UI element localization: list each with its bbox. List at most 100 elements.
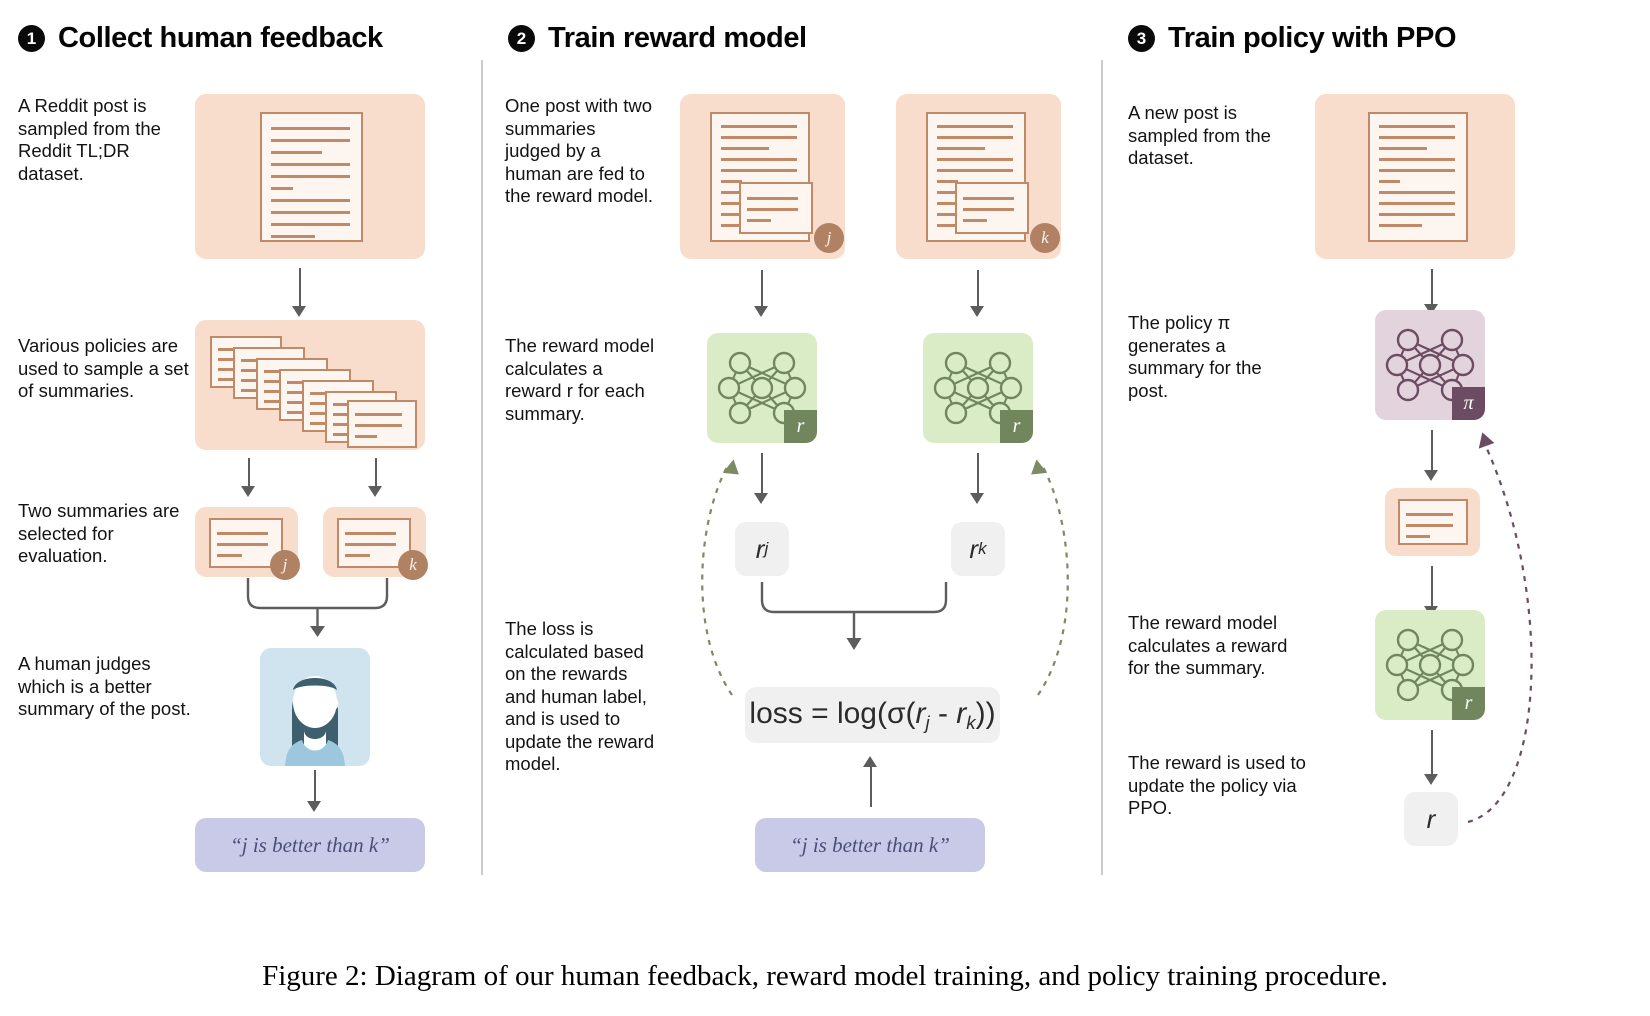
step-text-policy-generates: The policy π generates a summary for the… <box>1128 312 1262 401</box>
arrow-head <box>754 493 768 504</box>
arrow-head <box>292 306 306 317</box>
badge-post-j: j <box>814 223 844 253</box>
post-with-summary-j-card: j <box>680 94 845 259</box>
verdict-label-column-2: “j is better than k” <box>755 818 985 872</box>
reward-j-subscript: j <box>764 539 769 558</box>
column-3-title: Train policy with PPO <box>1168 22 1457 54</box>
reward-model-right: r <box>923 333 1033 443</box>
summary-card-7 <box>347 400 417 448</box>
reward-model-ppo: r <box>1375 610 1485 720</box>
step-text-loss-calculated: The loss is calculated based on the rewa… <box>505 618 655 775</box>
reward-model-left: r <box>707 333 817 443</box>
arrow-head <box>970 493 984 504</box>
merge-connector-to-human <box>246 578 389 637</box>
arrow-stack-to-summary-j <box>248 458 251 488</box>
step-text-new-post: A new post is sampled from the dataset. <box>1128 102 1271 169</box>
merge-connector-to-loss <box>760 582 948 650</box>
verdict-label-column-1: “j is better than k” <box>195 818 425 872</box>
reward-symbol: r <box>1426 803 1436 834</box>
reward-value-ppo: r <box>1404 792 1458 846</box>
step-text-various-policies: Various policies are used to sample a se… <box>18 335 189 402</box>
arrow-rm-to-rk <box>977 453 980 495</box>
arrow-post-j-to-rm <box>761 270 764 308</box>
step-text-reward-model-calculates-3: The reward model calculates a reward for… <box>1128 612 1288 679</box>
arrow-head <box>863 756 877 767</box>
arrow-rm-to-reward <box>1431 730 1434 776</box>
step-text-reward-model-calculates: The reward model calculates a reward r f… <box>505 335 655 424</box>
arrow-policy-to-summary <box>1431 430 1434 472</box>
document-icon <box>260 112 363 242</box>
selected-summary-j-card: j <box>195 507 300 580</box>
arrow-post-to-policy <box>1431 269 1434 306</box>
column-1-header: 1 Collect human feedback <box>18 22 383 55</box>
person-icon <box>285 676 345 766</box>
summary-stack-card <box>195 320 425 450</box>
generated-summary-card <box>1385 488 1480 556</box>
summary-card-j <box>739 182 813 234</box>
arrow-head <box>368 486 382 497</box>
step-number-badge: 3 <box>1128 25 1155 52</box>
reward-k-subscript: k <box>978 539 987 558</box>
badge-policy-pi: π <box>1452 387 1485 420</box>
reddit-post-card <box>195 94 425 259</box>
arrow-head <box>241 486 255 497</box>
arrow-head <box>307 801 321 812</box>
arrow-summary-to-reward-model <box>1431 566 1434 608</box>
ppo-update-dashed-curve <box>1467 432 1533 824</box>
summary-card-k <box>955 182 1029 234</box>
arrow-human-to-verdict <box>314 770 317 803</box>
selected-summary-k-card: k <box>323 507 428 580</box>
step-text-human-judges: A human judges which is a better summary… <box>18 653 191 720</box>
reward-k-symbol: r <box>969 533 979 564</box>
loss-equation-text: loss = log(σ(rj - rk)) <box>749 696 996 733</box>
arrow-head <box>970 306 984 317</box>
column-divider-1 <box>481 60 483 875</box>
badge-summary-k: k <box>398 550 428 580</box>
neural-network-icon <box>717 351 807 425</box>
badge-reward-left: r <box>784 410 817 443</box>
step-text-one-post-two-summaries: One post with two summaries judged by a … <box>505 95 654 207</box>
column-2-title: Train reward model <box>548 22 807 54</box>
new-post-card <box>1315 94 1515 259</box>
arrow-head <box>1424 304 1438 315</box>
document-icon <box>1368 112 1468 242</box>
column-3-header: 3 Train policy with PPO <box>1128 22 1457 55</box>
arrow-post-to-stack <box>299 268 302 308</box>
column-train-policy-with-ppo: 3 Train policy with PPO A new post is sa… <box>1120 10 1640 875</box>
column-collect-human-feedback: 1 Collect human feedback A Reddit post i… <box>10 10 480 875</box>
step-number-badge: 2 <box>508 25 535 52</box>
figure-caption: Figure 2: Diagram of our human feedback,… <box>262 960 1388 992</box>
arrow-rm-to-rj <box>761 453 764 495</box>
column-1-title: Collect human feedback <box>58 22 383 54</box>
column-divider-2 <box>1101 60 1103 875</box>
arrow-stack-to-summary-k <box>375 458 378 488</box>
step-text-reward-updates-policy: The reward is used to update the policy … <box>1128 752 1306 819</box>
reward-j-symbol: r <box>755 533 765 564</box>
step-text-reddit-post: A Reddit post is sampled from the Reddit… <box>18 95 161 184</box>
step-number-badge: 1 <box>18 25 45 52</box>
step-text-two-summaries: Two summaries are selected for evaluatio… <box>18 500 180 567</box>
arrow-verdict-to-loss <box>870 767 873 807</box>
arrow-head <box>754 306 768 317</box>
arrow-post-k-to-rm <box>977 270 980 308</box>
badge-summary-j: j <box>270 550 300 580</box>
human-judge-avatar <box>260 648 370 766</box>
badge-reward-right: r <box>1000 410 1033 443</box>
post-with-summary-k-card: k <box>896 94 1061 259</box>
neural-network-icon <box>1385 628 1475 702</box>
arrow-head <box>1424 774 1438 785</box>
policy-network: π <box>1375 310 1485 420</box>
loss-feedback-dashed-curves <box>701 459 1069 696</box>
document-icon <box>1398 499 1468 545</box>
loss-equation-box: loss = log(σ(rj - rk)) <box>745 687 1000 743</box>
neural-network-icon <box>1385 328 1475 402</box>
badge-reward-ppo: r <box>1452 687 1485 720</box>
verdict-text: “j is better than k” <box>790 832 950 857</box>
verdict-text: “j is better than k” <box>230 832 390 857</box>
arrow-head <box>1424 470 1438 481</box>
badge-post-k: k <box>1030 223 1060 253</box>
column-2-header: 2 Train reward model <box>508 22 807 55</box>
